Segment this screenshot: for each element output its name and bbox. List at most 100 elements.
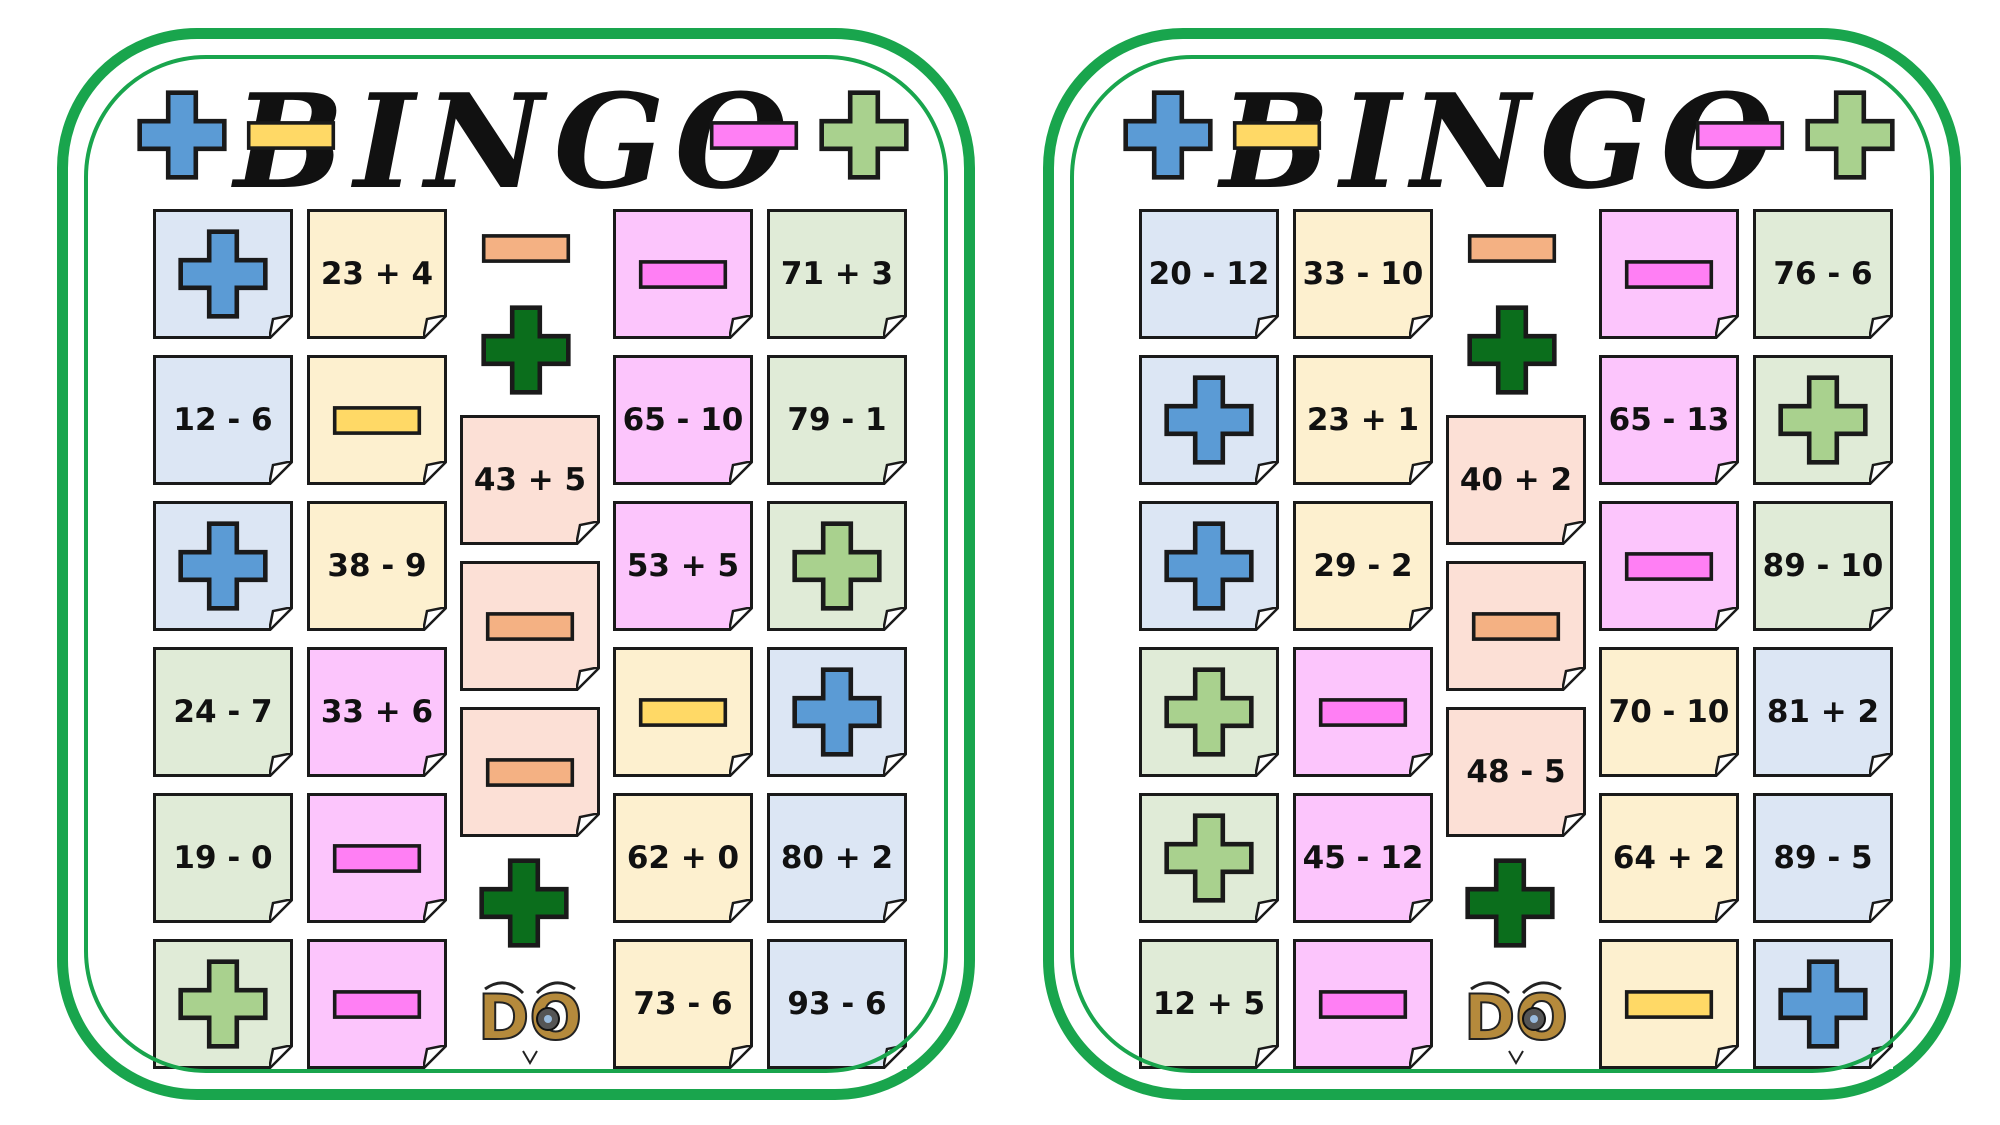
page-curl-icon (1869, 461, 1893, 485)
bingo-cell[interactable]: 23 + 1 (1293, 355, 1433, 485)
minus-icon (332, 405, 422, 435)
plus-icon (1164, 521, 1254, 611)
bingo-cell[interactable]: 29 - 2 (1293, 501, 1433, 631)
bingo-symbol-cell[interactable] (1293, 647, 1433, 777)
cell-expression: 48 - 5 (1466, 754, 1566, 790)
page-curl-icon (269, 461, 293, 485)
bingo-symbol-cell[interactable] (153, 501, 293, 631)
page-curl-icon (1409, 753, 1433, 777)
bingo-cell[interactable]: 23 + 4 (307, 209, 447, 339)
cell-expression: 40 + 2 (1459, 462, 1573, 498)
bingo-cell[interactable]: 40 + 2 (1446, 415, 1586, 545)
page-curl-icon (729, 753, 753, 777)
page-curl-icon (1255, 315, 1279, 339)
bingo-cell[interactable]: 73 - 6 (613, 939, 753, 1069)
bingo-cell[interactable]: 65 - 10 (613, 355, 753, 485)
svg-text:DO: DO (478, 981, 582, 1054)
bingo-symbol-cell[interactable] (1139, 793, 1279, 923)
page-curl-icon (1869, 753, 1893, 777)
bingo-symbol-cell[interactable] (1599, 209, 1739, 339)
bingo-cell[interactable]: 64 + 2 (1599, 793, 1739, 923)
bingo-cell[interactable]: 33 - 10 (1293, 209, 1433, 339)
plus-icon (1123, 90, 1213, 180)
bingo-symbol-cell[interactable] (1139, 647, 1279, 777)
bingo-cell[interactable]: 89 - 5 (1753, 793, 1893, 923)
plus-icon (1164, 813, 1254, 903)
bingo-symbol-cell[interactable] (1139, 355, 1279, 485)
bingo-cell[interactable]: 71 + 3 (767, 209, 907, 339)
bingo-cell[interactable]: 48 - 5 (1446, 707, 1586, 837)
bingo-cell[interactable]: 20 - 12 (1139, 209, 1279, 339)
bingo-cell[interactable]: 12 + 5 (1139, 939, 1279, 1069)
bingo-symbol-cell[interactable] (613, 209, 753, 339)
bingo-cell[interactable]: 80 + 2 (767, 793, 907, 923)
plus-icon (792, 521, 882, 611)
bingo-cell[interactable]: 45 - 12 (1293, 793, 1433, 923)
page-curl-icon (1715, 753, 1739, 777)
bingo-symbol-cell[interactable] (153, 209, 293, 339)
bingo-cell[interactable]: 81 + 2 (1753, 647, 1893, 777)
free-symbol (1466, 304, 1558, 400)
minus-icon (481, 234, 571, 263)
bingo-symbol-cell[interactable] (307, 939, 447, 1069)
bingo-cell[interactable]: 24 - 7 (153, 647, 293, 777)
page-curl-icon (1869, 607, 1893, 631)
bingo-cell[interactable]: 43 + 5 (460, 415, 600, 545)
bingo-symbol-cell[interactable] (1753, 355, 1893, 485)
page-curl-icon (1562, 813, 1586, 837)
page-curl-icon (1869, 315, 1893, 339)
page-curl-icon (269, 315, 293, 339)
cell-expression: 80 + 2 (780, 840, 894, 876)
bingo-cell[interactable]: 53 + 5 (613, 501, 753, 631)
bingo-symbol-cell[interactable] (1599, 501, 1739, 631)
bingo-symbol-cell[interactable] (767, 647, 907, 777)
bingo-symbol-cell[interactable] (153, 939, 293, 1069)
svg-text:DO: DO (1464, 981, 1568, 1054)
bingo-symbol-cell[interactable] (460, 561, 600, 691)
bingo-cell[interactable]: 65 - 13 (1599, 355, 1739, 485)
owl-logo-icon: DO (1463, 980, 1569, 1065)
cell-expression: 89 - 5 (1773, 840, 1873, 876)
page-curl-icon (729, 1045, 753, 1069)
page-curl-icon (269, 899, 293, 923)
bingo-symbol-cell[interactable] (307, 355, 447, 485)
bingo-cell[interactable]: 38 - 9 (307, 501, 447, 631)
page-curl-icon (423, 315, 447, 339)
bingo-symbol-cell[interactable] (767, 501, 907, 631)
bingo-cell[interactable]: 19 - 0 (153, 793, 293, 923)
plus-icon (1778, 375, 1868, 465)
bingo-symbol-cell[interactable] (460, 707, 600, 837)
plus-icon (178, 521, 268, 611)
cell-expression: 33 + 6 (320, 694, 434, 730)
bingo-cell[interactable]: 12 - 6 (153, 355, 293, 485)
header-symbol (1804, 89, 1896, 185)
page-curl-icon (883, 753, 907, 777)
bingo-symbol-cell[interactable] (1753, 939, 1893, 1069)
bingo-cell[interactable]: 93 - 6 (767, 939, 907, 1069)
bingo-cell[interactable]: 70 - 10 (1599, 647, 1739, 777)
bingo-symbol-cell[interactable] (307, 793, 447, 923)
page-curl-icon (883, 461, 907, 485)
minus-icon (638, 259, 728, 289)
bingo-symbol-cell[interactable] (1293, 939, 1433, 1069)
page-curl-icon (1409, 461, 1433, 485)
minus-icon (638, 697, 728, 727)
bingo-cell[interactable]: 62 + 0 (613, 793, 753, 923)
cell-expression: 12 + 5 (1152, 986, 1266, 1022)
bingo-cell[interactable]: 33 + 6 (307, 647, 447, 777)
page-curl-icon (1715, 607, 1739, 631)
bingo-cell[interactable]: 76 - 6 (1753, 209, 1893, 339)
cell-expression: 71 + 3 (780, 256, 894, 292)
cell-expression: 89 - 10 (1762, 548, 1884, 584)
bingo-symbol-cell[interactable] (1446, 561, 1586, 691)
plus-icon (1164, 375, 1254, 465)
bingo-symbol-cell[interactable] (1139, 501, 1279, 631)
page-curl-icon (1715, 315, 1739, 339)
bingo-cell[interactable]: 89 - 10 (1753, 501, 1893, 631)
page-curl-icon (423, 753, 447, 777)
bingo-symbol-cell[interactable] (613, 647, 753, 777)
bingo-symbol-cell[interactable] (1599, 939, 1739, 1069)
page-curl-icon (1869, 899, 1893, 923)
bingo-cell[interactable]: 79 - 1 (767, 355, 907, 485)
cell-expression: 12 - 6 (173, 402, 273, 438)
